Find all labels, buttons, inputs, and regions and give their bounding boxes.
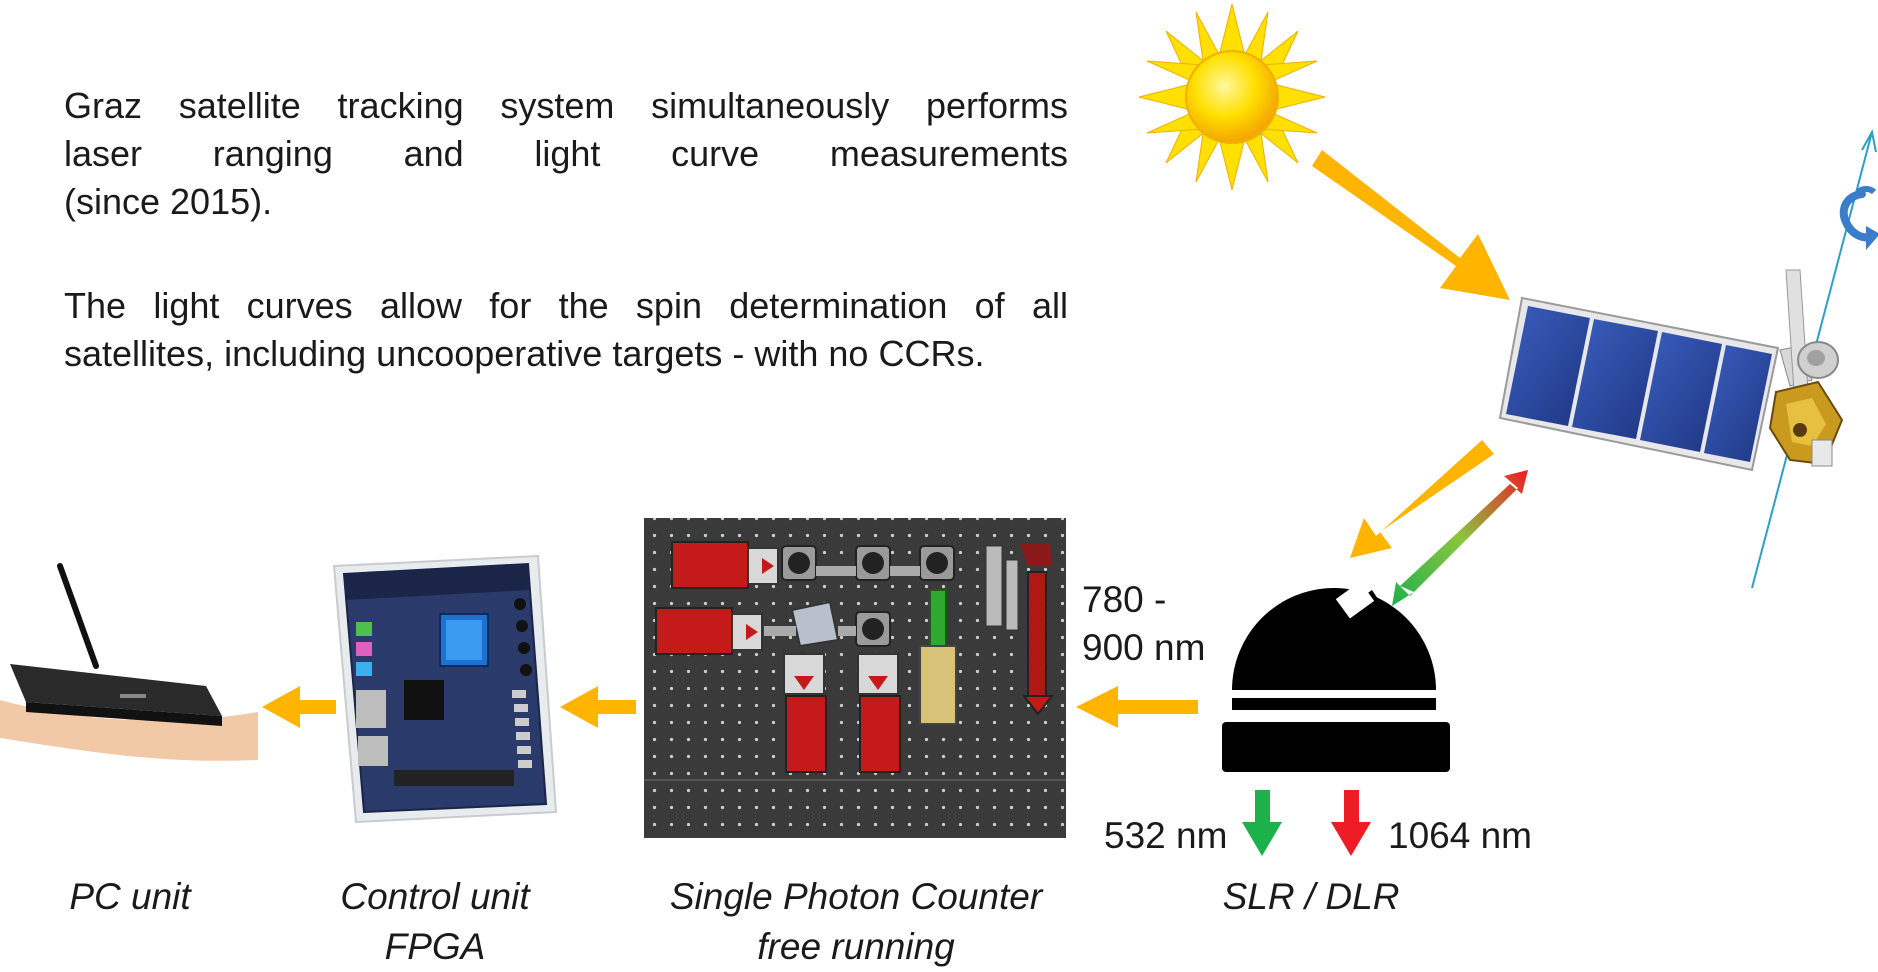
spin-paragraph: The light curves allow for the spin dete… [64, 285, 1068, 374]
returned-light-arrow [1350, 440, 1494, 558]
intro-line-3: (since 2015). [64, 181, 273, 222]
photon-counter-board-icon [644, 518, 1066, 838]
spc-to-fpga-arrow [560, 686, 636, 728]
laser-ranging-arrow [1392, 470, 1528, 606]
intro-line-1: Graz satellite tracking system simultane… [64, 85, 1068, 126]
slr-caption: SLR / DLR [1222, 876, 1400, 917]
red-wavelength-label: 1064 nm [1388, 815, 1532, 856]
spin-rotation-icon [1839, 186, 1878, 250]
photon-counter-line-2: free running [757, 926, 955, 967]
detection-wavelength-line-1: 780 - [1082, 579, 1167, 620]
green-laser-arrow [1242, 790, 1282, 856]
sunlight-arrow [1312, 150, 1510, 300]
control-unit-line-1: Control unit [340, 876, 530, 917]
control-unit-caption: Control unit FPGA [300, 872, 570, 972]
fpga-board-icon [332, 554, 558, 824]
red-laser-arrow [1331, 790, 1371, 856]
control-unit-line-2: FPGA [384, 926, 486, 967]
photon-counter-line-1: Single Photon Counter [669, 876, 1043, 917]
satellite-icon [1498, 269, 1844, 472]
intro-paragraph: Graz satellite tracking system simultane… [64, 82, 1068, 226]
detection-wavelength-line-2: 900 nm [1082, 627, 1206, 668]
pc-unit-caption: PC unit [69, 876, 191, 917]
mini-pc-icon [0, 563, 258, 761]
intro-line-2: laser ranging and light curve measuremen… [64, 133, 1068, 174]
detected-light-arrow [1076, 686, 1198, 728]
sun-icon [1138, 3, 1326, 191]
observatory-dome-icon [1222, 581, 1450, 772]
fpga-to-pc-arrow [262, 686, 336, 728]
photon-counter-caption: Single Photon Counter free running [636, 872, 1076, 972]
detection-wavelength-label: 780 - 900 nm [1082, 576, 1205, 672]
green-wavelength-label: 532 nm [1104, 815, 1228, 856]
